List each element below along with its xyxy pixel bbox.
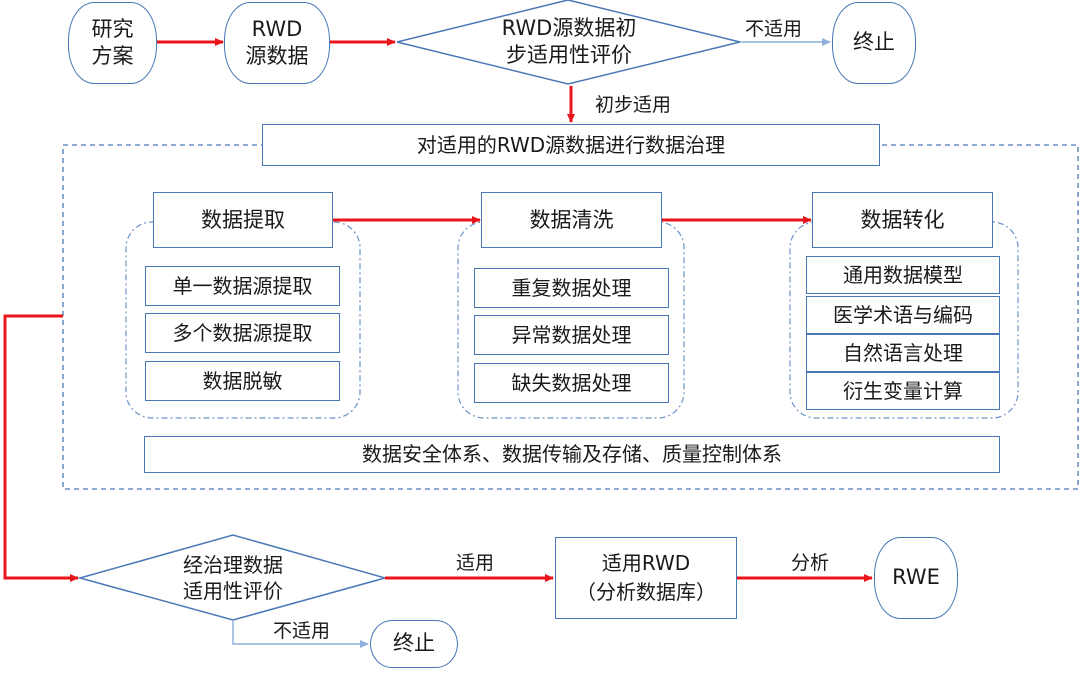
extract-item-multi-source: 多个数据源提取 (145, 313, 340, 353)
bottom-end-node: 终止 (370, 620, 458, 668)
start-research-plan: 研究 方案 (68, 2, 157, 84)
governed-eval-label: 经治理数据 适用性评价 (183, 553, 283, 603)
transform-item-terminology: 医学术语与编码 (806, 296, 1000, 334)
initial-eval-text: RWD源数据初 步适用性评价 (440, 6, 698, 78)
start-label: 研究 方案 (91, 16, 134, 68)
clean-item-missing: 缺失数据处理 (474, 363, 669, 403)
governed-eval-text: 经治理数据 适用性评价 (130, 548, 336, 608)
rwd-db-label: 适用RWD （分析数据库） (576, 551, 716, 604)
extract-item-desensitize: 数据脱敏 (145, 361, 340, 401)
transform-header: 数据转化 (812, 192, 993, 248)
initial-eval-label: RWD源数据初 步适用性评价 (501, 15, 637, 67)
top-end-node: 终止 (832, 2, 916, 84)
rwd-source-data-node: RWD 源数据 (224, 2, 330, 84)
bottom-end-label: 终止 (393, 631, 435, 656)
extract-item-single-source: 单一数据源提取 (145, 266, 340, 306)
transform-item-derived-vars: 衍生变量计算 (806, 372, 1000, 410)
rwe-label: RWE (892, 565, 940, 590)
top-not-applicable-label: 不适用 (745, 18, 803, 40)
clean-header: 数据清洗 (481, 192, 662, 248)
analysis-label: 分析 (791, 552, 830, 574)
transform-item-cdm: 通用数据模型 (806, 256, 1000, 294)
rwe-node: RWE (874, 537, 958, 619)
clean-item-abnormal: 异常数据处理 (474, 315, 669, 355)
security-quality-bar: 数据安全体系、数据传输及存储、质量控制体系 (144, 436, 1000, 473)
clean-item-duplicate: 重复数据处理 (474, 268, 669, 308)
extract-header: 数据提取 (153, 192, 333, 248)
extract-group-outline (125, 221, 361, 419)
arrow-bottom-not-applicable (232, 620, 369, 648)
initial-applicable-label: 初步适用 (595, 94, 672, 116)
applicable-label: 适用 (456, 552, 495, 574)
rwd-source-label: RWD 源数据 (245, 16, 309, 68)
governance-title: 对适用的RWD源数据进行数据治理 (262, 124, 880, 166)
applicable-rwd-database: 适用RWD （分析数据库） (555, 537, 737, 619)
bottom-not-applicable-label: 不适用 (273, 620, 331, 642)
transform-item-nlp: 自然语言处理 (806, 334, 1000, 372)
top-end-label: 终止 (853, 30, 895, 55)
arrow-governance-to-bottom-eval (3, 314, 79, 582)
